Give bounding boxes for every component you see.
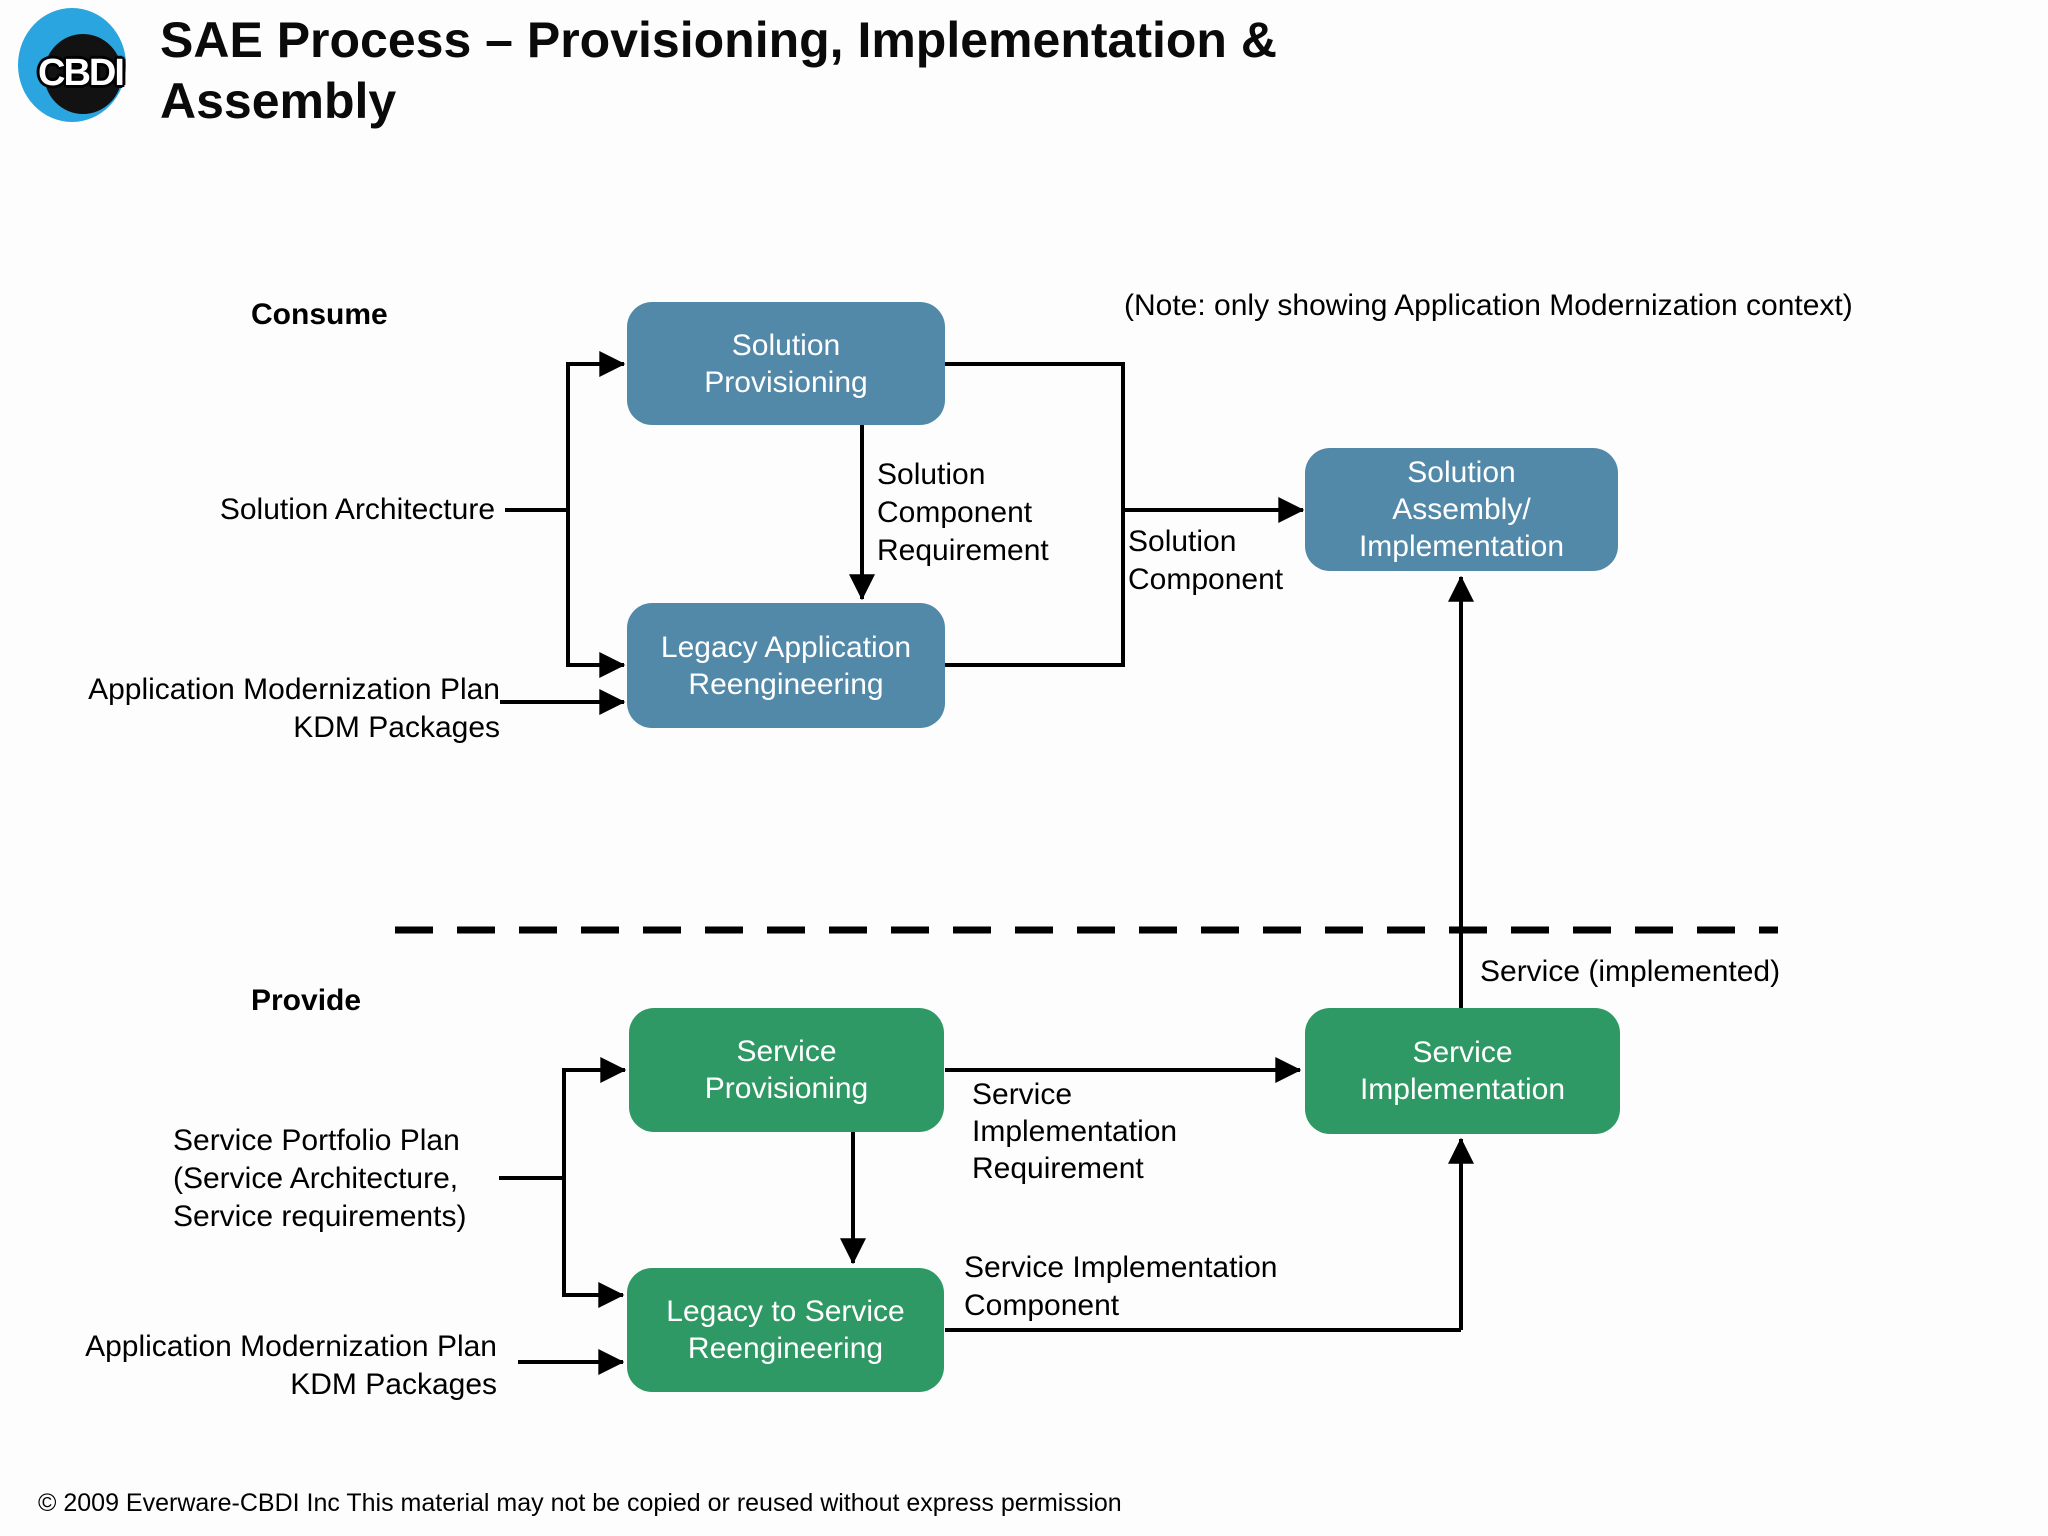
logo-black-circle bbox=[44, 34, 122, 114]
service-implementation-requirement-label: Service Implementation Requirement bbox=[972, 1078, 1178, 1185]
service-implementation-component-label: Service Implementation Component bbox=[964, 1251, 1278, 1322]
solution-architecture-label: Solution Architecture bbox=[219, 493, 495, 526]
service-implemented-label: Service (implemented) bbox=[1480, 955, 1781, 988]
service-provisioning-box: Service Provisioning bbox=[629, 1008, 944, 1132]
consume-section-label: Consume bbox=[251, 298, 388, 331]
solution-component-label: Solution Component bbox=[1128, 525, 1284, 596]
service-portfolio-plan-label: Service Portfolio Plan (Service Architec… bbox=[173, 1124, 467, 1233]
legacy-to-service-reengineering-box: Legacy to Service Reengineering bbox=[627, 1268, 944, 1392]
service-implementation-box: Service Implementation bbox=[1305, 1008, 1620, 1134]
note-label: (Note: only showing Application Moderniz… bbox=[1124, 289, 1853, 322]
cbdi-logo: CBDI bbox=[18, 6, 148, 130]
logo-text: CBDI bbox=[38, 52, 125, 94]
solution-provisioning-box: Solution Provisioning bbox=[627, 302, 945, 425]
application-modernization-plan-top-label: Application Modernization Plan KDM Packa… bbox=[88, 673, 500, 744]
solution-assembly-implementation-box: Solution Assembly/ Implementation bbox=[1305, 448, 1618, 571]
legacy-application-reengineering-box: Legacy Application Reengineering bbox=[627, 603, 945, 728]
solution-component-requirement-label: Solution Component Requirement bbox=[877, 458, 1049, 567]
page-title: SAE Process – Provisioning, Implementati… bbox=[160, 12, 1277, 129]
provide-section-label: Provide bbox=[251, 984, 362, 1017]
copyright-notice: © 2009 Everware-CBDI Inc This material m… bbox=[38, 1489, 1122, 1517]
edge-consume-collector bbox=[945, 362, 1125, 667]
application-modernization-plan-bottom-label: Application Modernization Plan KDM Packa… bbox=[85, 1330, 497, 1401]
